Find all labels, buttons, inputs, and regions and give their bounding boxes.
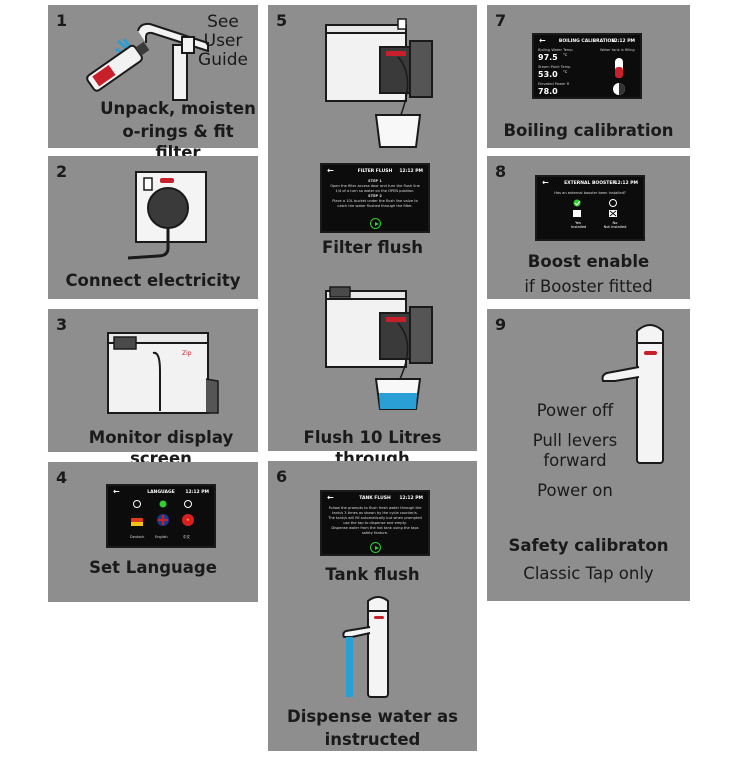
yes-option[interactable]: Yes xyxy=(575,221,581,225)
boil-temp-label: Boiling Water Temp xyxy=(538,48,573,52)
back-arrow-icon[interactable]: ← xyxy=(327,493,334,502)
tank-flush-text1: Follow the prompts to flush fresh water … xyxy=(328,506,422,515)
lang-english[interactable]: English xyxy=(155,535,168,539)
svg-text:★: ★ xyxy=(186,517,190,522)
step-number: 8 xyxy=(495,162,507,181)
steam-temp-label: Steam Point Temp xyxy=(538,65,571,69)
tank-status: Water tank is filling xyxy=(600,48,635,52)
boil-temp-unit: °C xyxy=(563,53,568,57)
step1-text: Open the filter access door and turn the… xyxy=(330,184,420,193)
classic-tap-illustration xyxy=(601,324,664,464)
back-arrow-icon[interactable]: ← xyxy=(327,166,334,175)
step-6-panel: 6 ← TANK FLUSH 12:12 PM Follow the promp… xyxy=(268,461,477,751)
pressure-label: Elevated Power R xyxy=(538,82,570,86)
boiler-with-full-bucket-illustration xyxy=(325,286,433,410)
boiler-with-bucket-illustration xyxy=(325,18,433,148)
forward-text: forward xyxy=(543,451,607,470)
step-1-caption-line1: Unpack, moisten xyxy=(100,99,256,118)
step-number: 4 xyxy=(56,468,68,487)
tap-dispensing-illustration xyxy=(342,596,389,698)
screen-title: TANK FLUSH xyxy=(359,496,391,501)
step-9-caption: Safety calibraton xyxy=(508,536,669,555)
step-5-panel: 5 ← FILTER FLUSH 12:12 PM STEP 1 Open th… xyxy=(268,5,477,468)
step1-heading: STEP 1 xyxy=(368,179,382,183)
svg-text:Zip: Zip xyxy=(182,350,192,357)
yes-option-sub: Installed xyxy=(571,225,587,229)
back-arrow-icon[interactable]: ← xyxy=(539,36,546,45)
step-number: 5 xyxy=(276,11,288,30)
filter-flush-caption: Filter flush xyxy=(321,238,424,257)
step-4-caption: Set Language xyxy=(89,558,217,577)
power-on-text: Power on xyxy=(537,481,613,500)
pressure-value: 78.0 xyxy=(538,87,558,96)
step-number: 3 xyxy=(56,315,68,334)
tank-flush-caption: Tank flush xyxy=(325,565,420,584)
language-options: ★ xyxy=(131,500,194,526)
see-user-guide-line2: User xyxy=(203,31,243,51)
step-8-caption-line1: Boost enable xyxy=(527,252,650,271)
step-8-panel: 8 ← EXTERNAL BOOSTER 12:12 PM Has an ext… xyxy=(487,156,690,299)
step-2-caption: Connect electricity xyxy=(65,271,241,290)
boiling-calibration-screen: ← BOILING CALIBRATION 12:12 PM Boiling W… xyxy=(532,33,642,99)
step-number: 6 xyxy=(276,467,288,486)
step-9-subcaption: Classic Tap only xyxy=(523,564,654,583)
steam-temp-unit: °C xyxy=(563,70,568,74)
tank-level-icon xyxy=(613,58,625,95)
filter-and-tap-illustration xyxy=(86,22,209,101)
step-number: 1 xyxy=(56,11,68,30)
step-number: 2 xyxy=(56,162,68,181)
play-button[interactable] xyxy=(370,218,381,229)
screen-title: EXTERNAL BOOSTER xyxy=(564,181,616,186)
pull-levers-text: Pull levers xyxy=(532,431,618,450)
step-4-panel: 4 ← LANGUAGE 12:12 PM ★ Deutsch English … xyxy=(48,462,258,602)
screen-time: 12:12 PM xyxy=(185,490,209,495)
screen-title: LANGUAGE xyxy=(147,490,175,495)
tank-flush-text2: The tank/s will fill automatically but w… xyxy=(328,516,422,525)
steam-temp-value: 53.0 xyxy=(538,70,558,79)
step2-text: Place a 10L bucket under the flush line … xyxy=(332,199,418,208)
tank-flush-text3: Dispense water from the hot tank using t… xyxy=(331,526,419,535)
no-option-sub: Not Installed xyxy=(603,225,627,229)
boiler-unit-illustration: Zip xyxy=(107,332,219,414)
boil-temp-value: 97.5 xyxy=(538,53,558,62)
step2-heading: STEP 2 xyxy=(368,194,382,198)
screen-time: 12:12 PM xyxy=(611,39,635,44)
external-booster-screen: ← EXTERNAL BOOSTER 12:12 PM Has an exter… xyxy=(535,175,645,241)
lang-deutsch[interactable]: Deutsch xyxy=(130,535,145,539)
step-2-panel: 2 Connect electricity xyxy=(48,156,258,299)
see-user-guide-line3: Guide xyxy=(198,50,248,70)
back-arrow-icon[interactable]: ← xyxy=(542,178,549,187)
screen-title: FILTER FLUSH xyxy=(357,169,393,174)
step-number: 9 xyxy=(495,315,507,334)
step-7-caption: Boiling calibration xyxy=(503,121,674,140)
step-number: 7 xyxy=(495,11,507,30)
language-screen: ← LANGUAGE 12:12 PM ★ Deutsch English 中文 xyxy=(106,484,216,548)
step-3-panel: 3 Zip Monitor display screen xyxy=(48,309,258,468)
step-8-caption-line2: if Booster fitted xyxy=(524,277,653,296)
step-7-panel: 7 ← BOILING CALIBRATION 12:12 PM Boiling… xyxy=(487,5,690,148)
filter-flush-screen: ← FILTER FLUSH 12:12 PM STEP 1 Open the … xyxy=(320,163,430,233)
step-1-panel: 1 See User Guide Unpack, moisten o-rings… xyxy=(48,5,258,162)
screen-time: 12:12 PM xyxy=(399,169,423,174)
play-button[interactable] xyxy=(370,542,381,553)
back-arrow-icon[interactable]: ← xyxy=(113,487,120,496)
power-socket-illustration xyxy=(127,171,207,260)
screen-title: BOILING CALIBRATION xyxy=(558,39,616,44)
step-6-caption-line1: Dispense water as xyxy=(287,707,458,726)
booster-options xyxy=(573,199,617,217)
screen-time: 12:12 PM xyxy=(614,181,638,186)
step-6-caption-line2: instructed xyxy=(324,730,421,749)
tank-flush-screen: ← TANK FLUSH 12:12 PM Follow the prompts… xyxy=(320,490,430,556)
step-9-panel: 9 Power off Pull levers forward Power on… xyxy=(487,309,690,601)
power-off-text: Power off xyxy=(536,401,614,420)
booster-question: Has an external booster been installed? xyxy=(554,191,626,195)
screen-time: 12:12 PM xyxy=(399,496,423,501)
see-user-guide-line1: See xyxy=(207,12,239,32)
no-option[interactable]: No xyxy=(612,221,618,225)
lang-chinese[interactable]: 中文 xyxy=(183,535,190,539)
